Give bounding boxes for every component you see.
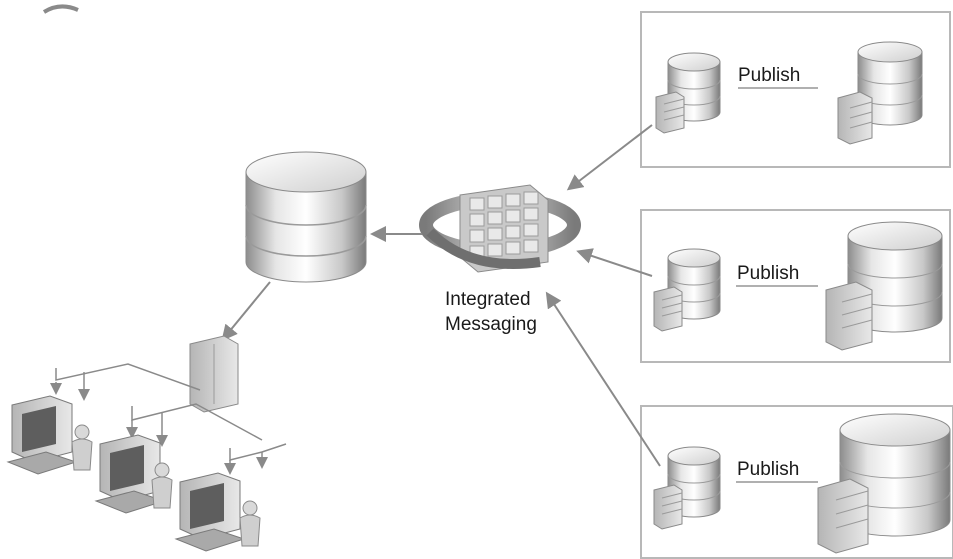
distribution-lines — [50, 363, 287, 475]
gateway-panel-icon — [189, 335, 239, 413]
subscriber-db-icon — [837, 41, 923, 145]
publish-label-2: Publish — [737, 263, 800, 284]
central-database-icon — [245, 151, 367, 283]
publisher-db-small-icon — [655, 52, 721, 134]
arrow-publisher-2-to-hub — [576, 248, 653, 277]
integrated-messaging-hub-icon — [419, 184, 581, 273]
publisher-panel-2 — [640, 209, 951, 363]
arrow-database-to-gateway — [221, 281, 271, 342]
publish-label-1: Publish — [738, 65, 801, 86]
hub-label-line1: Integrated — [445, 289, 531, 310]
client-workstation-3-icon — [174, 472, 261, 552]
hub-label-line2: Messaging — [445, 314, 537, 335]
subscriber-db-icon — [817, 413, 951, 554]
publisher-panel-1 — [640, 11, 951, 168]
arrow-publisher-3-to-hub — [545, 291, 661, 467]
arrow-publisher-1-to-hub — [566, 124, 653, 191]
client-workstation-1-icon — [6, 395, 93, 475]
publisher-db-small-icon — [653, 248, 721, 332]
client-workstation-2-icon — [94, 434, 173, 514]
subscriber-db-icon — [825, 221, 943, 351]
publisher-panel-3 — [640, 405, 953, 559]
publisher-db-small-icon — [653, 446, 721, 530]
corner-mark — [42, 4, 79, 14]
publish-label-3: Publish — [737, 459, 800, 480]
